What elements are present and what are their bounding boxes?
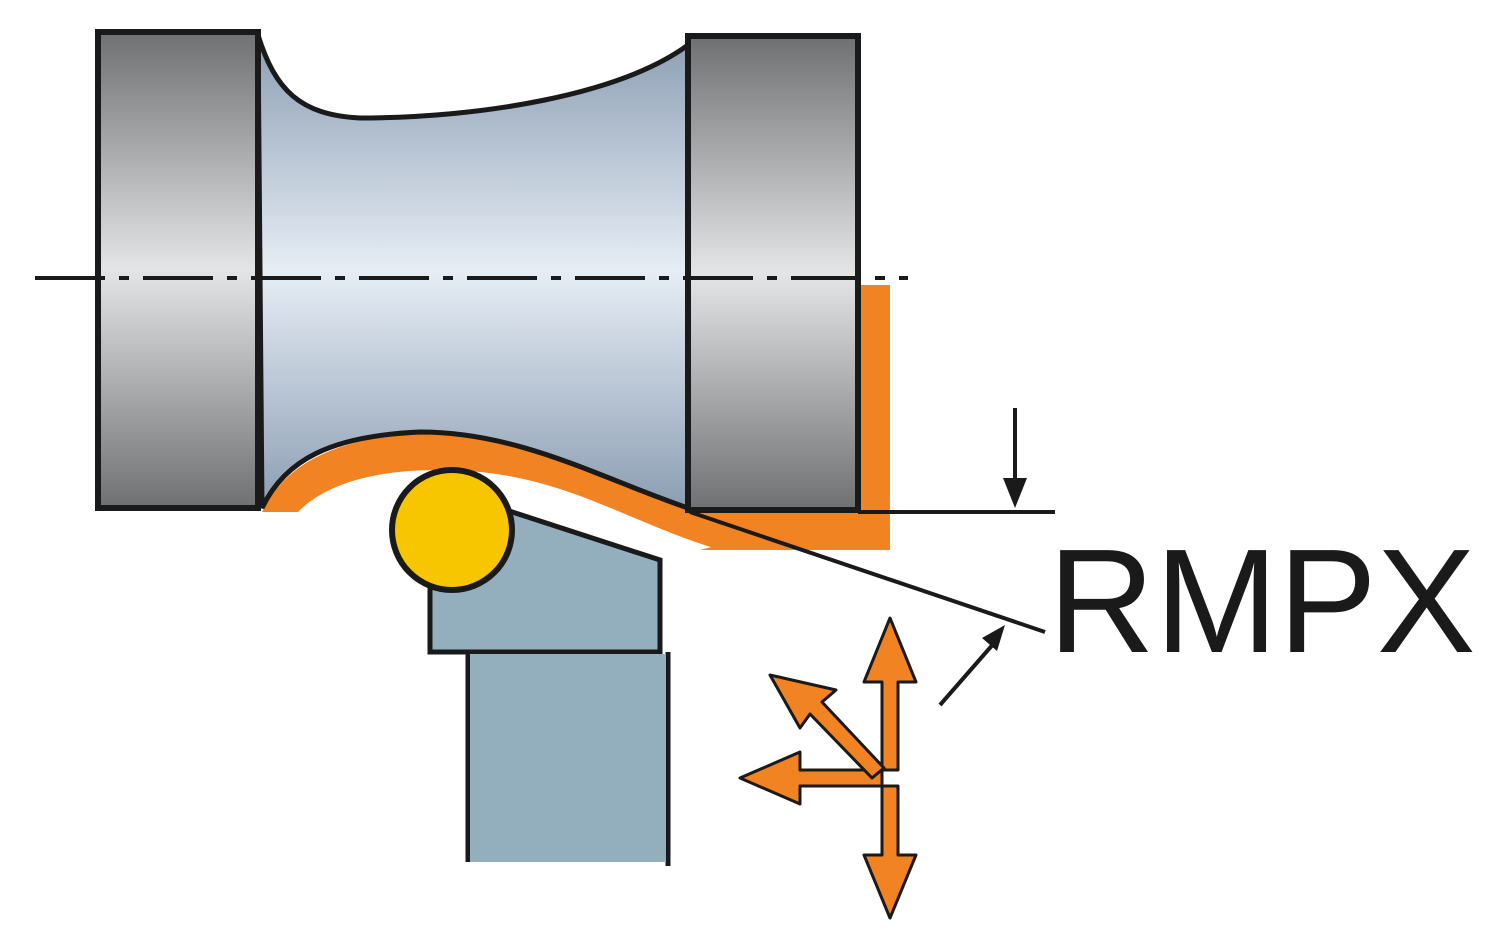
round-insert [389, 467, 515, 593]
orange-stock-profile [262, 431, 890, 550]
tool-designation-label: RMPX [1048, 519, 1476, 684]
orange-stock-side [700, 285, 890, 550]
angle-arrow-icon [938, 625, 1005, 707]
feed-directions-icon [738, 616, 918, 920]
tangent-line [689, 510, 1046, 634]
tool-shank-fill [470, 654, 666, 862]
tool-shank [465, 652, 671, 866]
right-flange [685, 33, 861, 513]
left-flange [95, 29, 261, 511]
depth-arrow-icon [1003, 408, 1027, 508]
workpiece-body [255, 34, 691, 512]
